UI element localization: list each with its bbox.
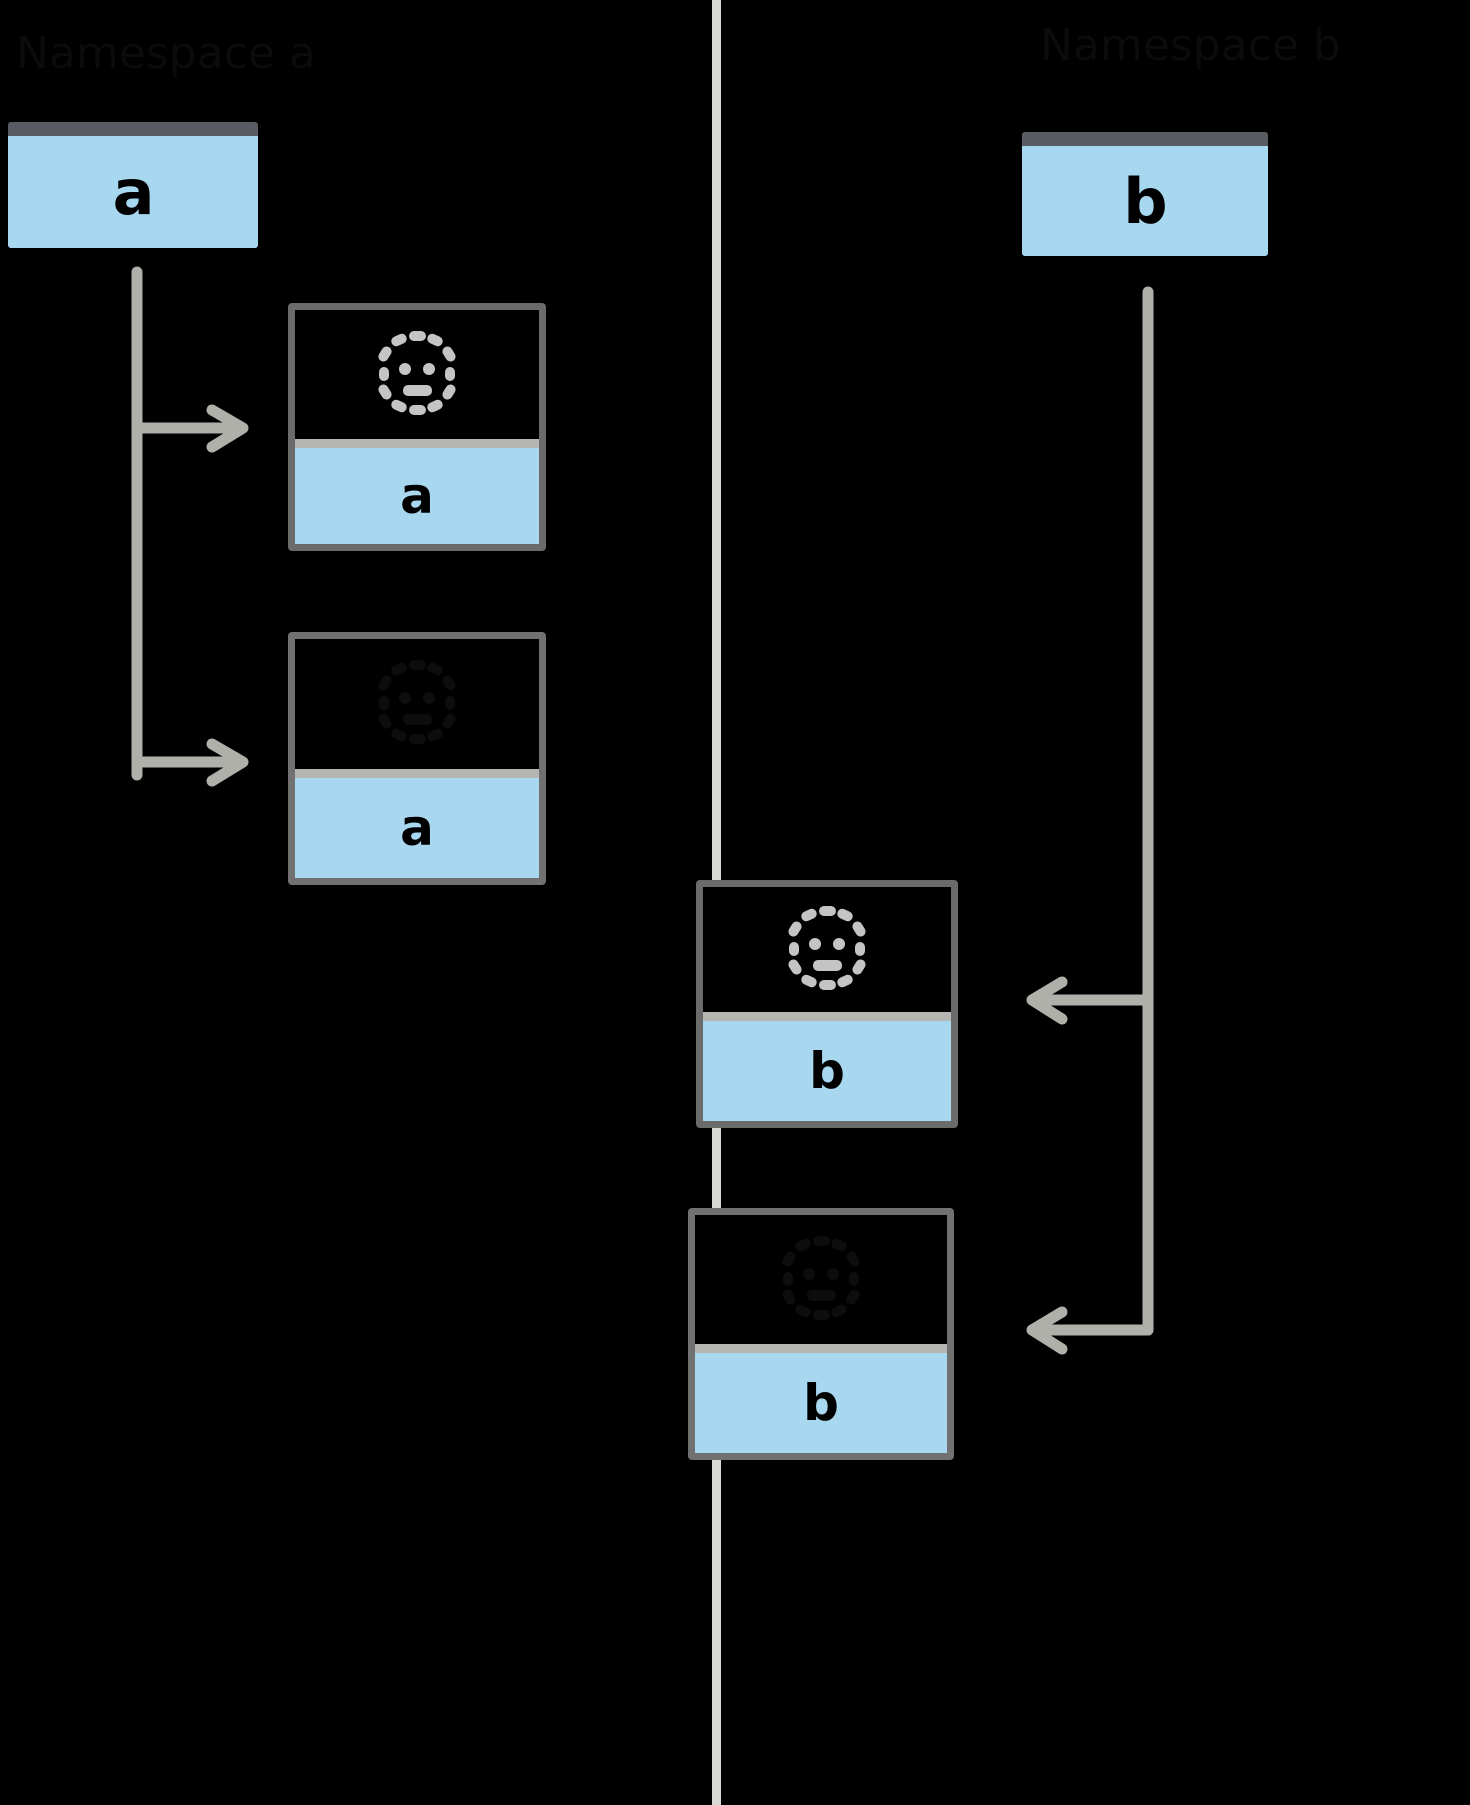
right-arrowhead-1 (1026, 976, 1068, 1025)
left-card-2-label-area: a (295, 778, 539, 878)
dotted-face-icon (371, 327, 463, 423)
left-card-2[interactable]: a (288, 632, 546, 885)
right-card-2-icon-area (695, 1215, 947, 1344)
right-arrowhead-2 (1026, 1306, 1068, 1355)
left-group-title: Namespace a (16, 28, 316, 79)
source-node-b[interactable]: b (1022, 132, 1268, 256)
right-card-2[interactable]: b (688, 1208, 954, 1460)
source-node-b-body: b (1022, 146, 1268, 256)
left-card-1-separator (295, 439, 539, 448)
right-group-title: Namespace b (1040, 20, 1341, 71)
source-node-a[interactable]: a (8, 122, 258, 248)
right-card-2-label-area: b (695, 1353, 947, 1453)
left-arrowhead-2 (206, 738, 249, 787)
dotted-face-icon (775, 1232, 867, 1328)
left-arrowhead-1 (206, 404, 249, 453)
right-card-1-icon-area (703, 887, 951, 1012)
right-card-1-separator (703, 1012, 951, 1021)
left-card-2-separator (295, 769, 539, 778)
dotted-face-icon (371, 656, 463, 752)
left-card-2-label: a (400, 799, 434, 857)
source-node-a-header (8, 122, 258, 136)
source-node-b-label: b (1123, 164, 1167, 238)
left-card-1-label: a (400, 467, 434, 525)
left-card-1-icon-area (295, 310, 539, 439)
left-card-1-label-area: a (295, 448, 539, 544)
left-card-1[interactable]: a (288, 303, 546, 551)
right-card-1[interactable]: b (696, 880, 958, 1128)
right-card-1-label: b (809, 1042, 845, 1100)
dotted-face-icon (781, 902, 873, 998)
right-connector (1036, 286, 1154, 1336)
source-node-a-label: a (112, 155, 155, 229)
left-connector (131, 266, 234, 781)
right-card-2-separator (695, 1344, 947, 1353)
left-card-2-icon-area (295, 639, 539, 769)
source-node-b-header (1022, 132, 1268, 146)
source-node-a-body: a (8, 136, 258, 248)
right-card-2-label: b (803, 1374, 839, 1432)
right-card-1-label-area: b (703, 1021, 951, 1121)
